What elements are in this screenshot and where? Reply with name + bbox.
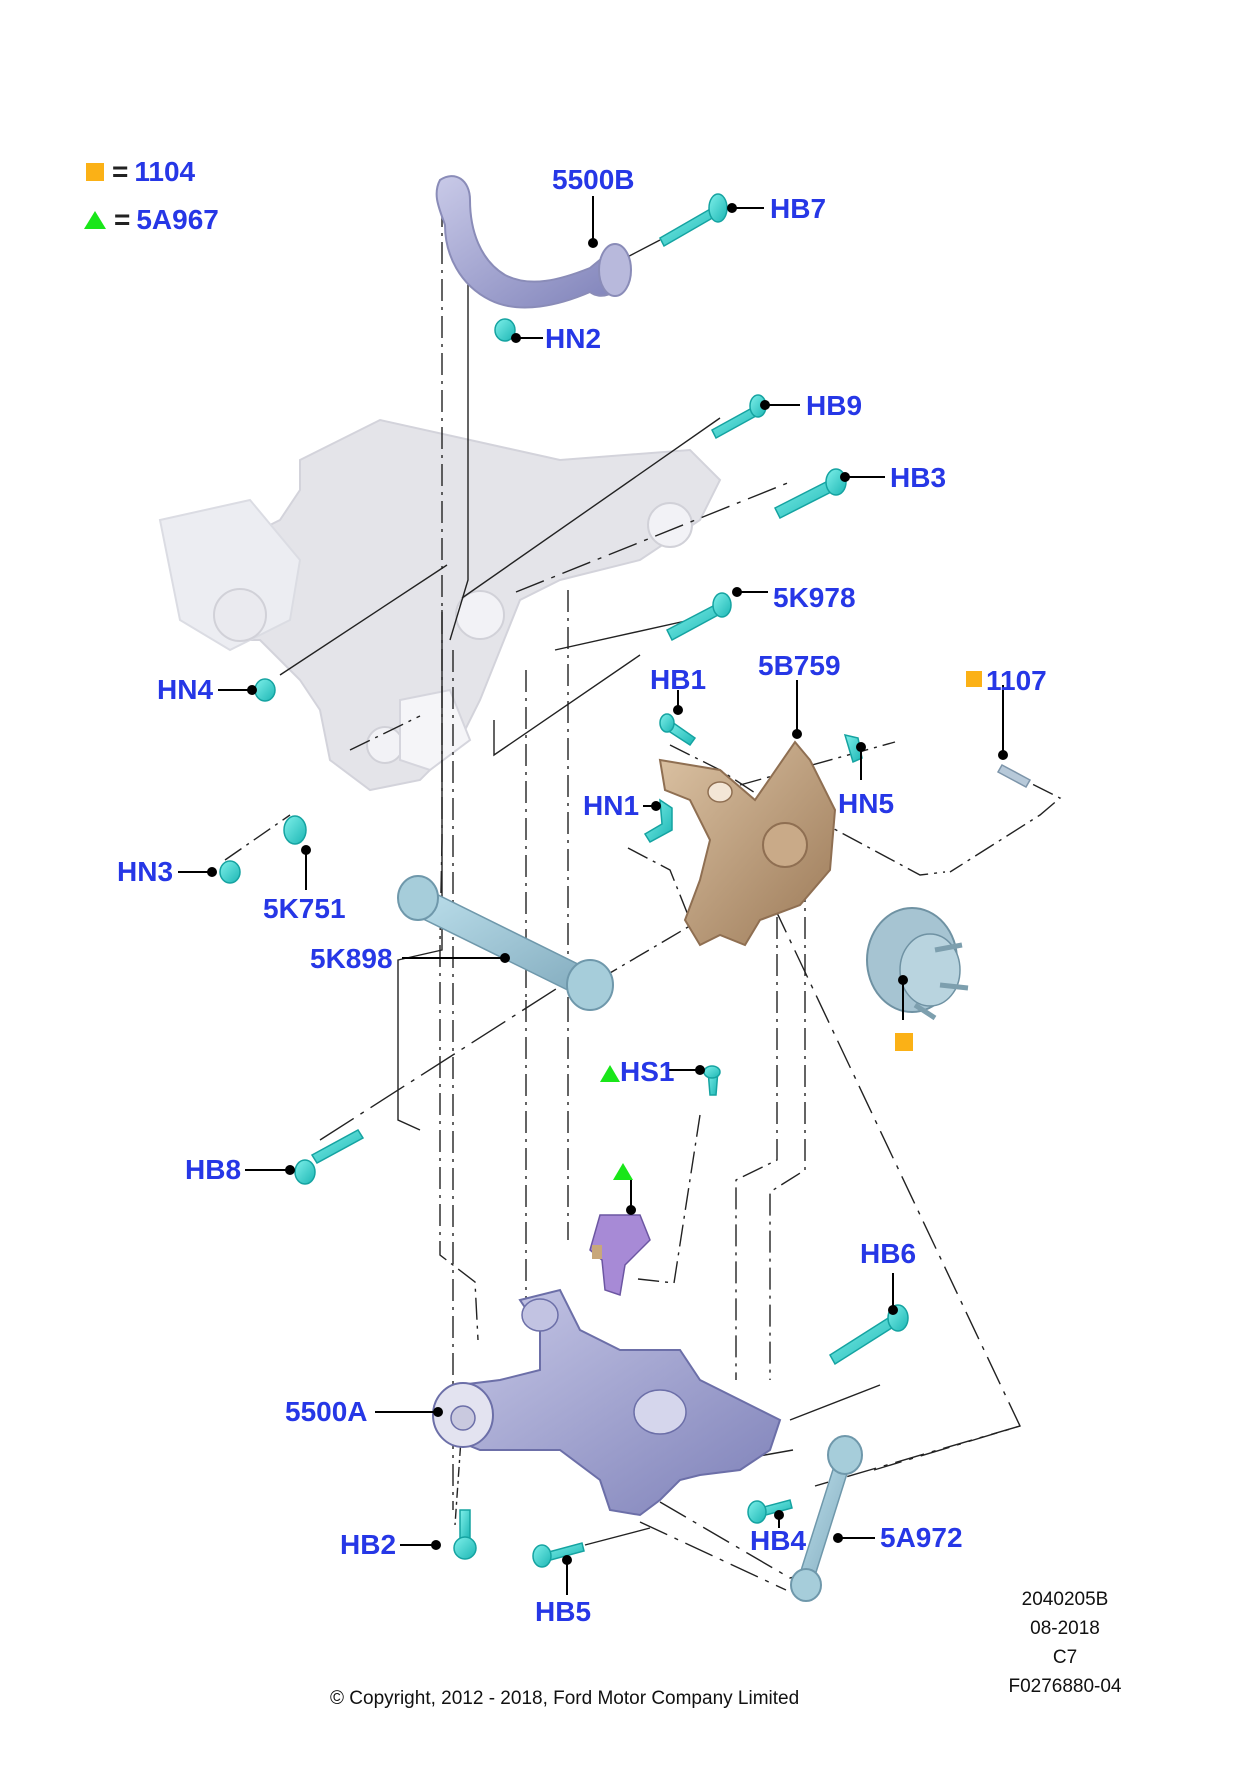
- marker-5A967-bracket: [613, 1163, 633, 1180]
- callout-HB6[interactable]: HB6: [860, 1238, 917, 1269]
- callout-HB3[interactable]: HB3: [890, 462, 947, 493]
- callout-HB1[interactable]: HB1: [650, 664, 707, 695]
- callout-HN4[interactable]: HN4: [157, 674, 214, 705]
- bolt-HB2-icon[interactable]: [453, 1509, 477, 1560]
- callout-HB2[interactable]: HB2: [340, 1529, 397, 1560]
- orange-square-icon: [86, 163, 104, 181]
- callout-HS1[interactable]: HS1: [620, 1056, 675, 1087]
- callout-HB9[interactable]: HB9: [806, 390, 863, 421]
- subframe-ghost: [158, 418, 722, 792]
- rear-knuckle-5500A[interactable]: [432, 1288, 782, 1517]
- sensor-bracket-5A967[interactable]: [589, 1214, 651, 1296]
- callout-HN3[interactable]: HN3: [117, 856, 174, 887]
- marker-1107: [966, 671, 982, 687]
- callout-HN1[interactable]: HN1: [583, 790, 640, 821]
- bolt-HB8-icon[interactable]: [294, 1129, 365, 1185]
- callout-5B759[interactable]: 5B759: [758, 650, 841, 681]
- callout-5K751[interactable]: 5K751: [263, 893, 346, 924]
- stud-1107-icon[interactable]: [996, 763, 1032, 789]
- bolt-HB3-icon[interactable]: [773, 468, 847, 520]
- illustration-code: C7: [1052, 1647, 1078, 1668]
- figure-number: F0276880-04: [1008, 1676, 1122, 1697]
- callout-5K978[interactable]: 5K978: [773, 582, 856, 613]
- callout-5500A[interactable]: 5500A: [285, 1396, 368, 1427]
- legend-value-1104: 1104: [134, 156, 196, 187]
- callout-1107[interactable]: 1107: [986, 665, 1047, 696]
- bolt-5K978-icon[interactable]: [665, 592, 732, 642]
- callout-HB4[interactable]: HB4: [750, 1525, 807, 1556]
- marker-1104-hub: [895, 1033, 913, 1051]
- callout-5A972[interactable]: 5A972: [880, 1522, 963, 1553]
- callout-HB7[interactable]: HB7: [770, 193, 827, 224]
- callout-HB8[interactable]: HB8: [185, 1154, 242, 1185]
- fasteners: [219, 193, 1032, 1568]
- bolt-HB4-icon[interactable]: [747, 1499, 793, 1524]
- bolt-HB5-icon[interactable]: [532, 1542, 585, 1568]
- reference-block: 2040205B 08-2018 C7 F0276880-04: [995, 1585, 1135, 1701]
- legend-equals: =: [114, 204, 131, 235]
- washer-5K751-icon[interactable]: [283, 815, 307, 845]
- lower-link-5K898[interactable]: [397, 875, 614, 1011]
- screw-HS1-icon[interactable]: [703, 1065, 721, 1096]
- callout-HN5[interactable]: HN5: [838, 788, 895, 819]
- knuckle-5B759[interactable]: [658, 740, 837, 947]
- illustration-date: 08-2018: [1030, 1618, 1100, 1639]
- callout-5500B[interactable]: 5500B: [552, 164, 635, 195]
- marker-5A967-HS1: [600, 1065, 620, 1082]
- stabilizer-link-5A972[interactable]: [790, 1435, 863, 1602]
- legend-row-1104: = 1104: [86, 156, 195, 188]
- upper-control-arm-5500B[interactable]: [435, 175, 632, 309]
- green-triangle-icon: [84, 211, 106, 229]
- nut-HN2-icon[interactable]: [494, 318, 516, 342]
- callout-HB5[interactable]: HB5: [535, 1596, 592, 1627]
- nut-HN3-icon[interactable]: [219, 860, 241, 884]
- wheel-hub-1104[interactable]: [866, 907, 969, 1021]
- bolt-HB9-icon[interactable]: [711, 394, 767, 440]
- leader-lines: [178, 196, 1008, 1595]
- bolt-HB6-icon[interactable]: [829, 1304, 909, 1366]
- illustration-id: 2040205B: [1021, 1589, 1109, 1610]
- callout-HN2[interactable]: HN2: [545, 323, 602, 354]
- nut-HN4-icon[interactable]: [254, 678, 276, 702]
- callout-5K898[interactable]: 5K898: [310, 943, 393, 974]
- copyright-text: © Copyright, 2012 - 2018, Ford Motor Com…: [330, 1688, 800, 1709]
- bolt-HB7-icon[interactable]: [659, 193, 728, 248]
- legend-value-5A967: 5A967: [136, 204, 219, 235]
- legend-equals: =: [112, 156, 129, 187]
- nut-HN1-icon[interactable]: [643, 798, 673, 843]
- bolt-HB1-icon[interactable]: [659, 713, 697, 747]
- legend-row-5A967: = 5A967: [84, 204, 219, 236]
